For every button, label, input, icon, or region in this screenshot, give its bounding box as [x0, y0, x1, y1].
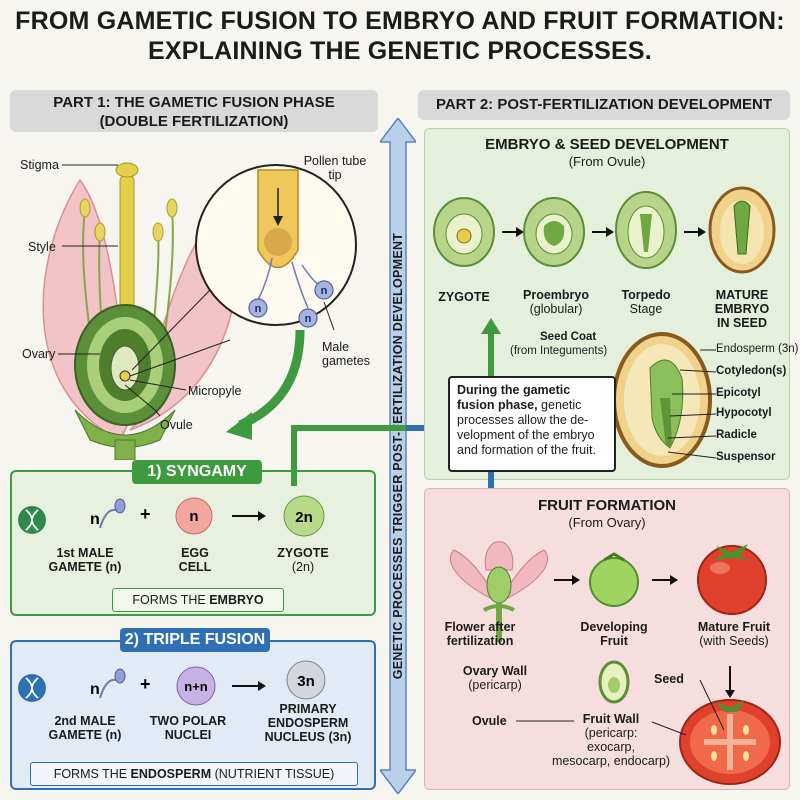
- part2-heading: PART 2: POST-FERTILIZATION DEVELOPMENT: [418, 90, 790, 120]
- zygote-icon: [283, 495, 325, 537]
- triple-fusion-equation: n + n+n 3n: [18, 660, 326, 706]
- green-curve-arrow: [238, 329, 305, 430]
- label-cotyledons: Cotyledon(s): [716, 365, 787, 377]
- stage-zygote-label: ZYGOTE: [438, 290, 490, 304]
- embryo-title: EMBRYO & SEED DEVELOPMENT: [485, 136, 729, 153]
- divider-arrow: [380, 118, 416, 794]
- fruit-title: FRUIT FORMATION: [537, 497, 677, 514]
- page-title-line2: EXPLAINING THE GENETIC PROCESSES.: [148, 37, 652, 65]
- embryo-subtitle: (From Ovule): [568, 154, 646, 169]
- label-stigma: Stigma: [20, 158, 59, 172]
- anther: [152, 222, 164, 242]
- gamete-n-label: n: [321, 285, 328, 297]
- sperm-icon: [114, 668, 126, 684]
- callout-box: During the gametic fusion phase, genetic…: [448, 376, 616, 472]
- seed-detail-diagram: [612, 332, 717, 468]
- gamete-n-label: n: [305, 313, 312, 325]
- fruit-subtitle: (From Ovary): [568, 515, 646, 530]
- stigma: [115, 162, 139, 178]
- egg-cell-icon: [175, 497, 213, 535]
- label-seed-coat-source: (from Integuments): [510, 345, 608, 357]
- triple-endo-symbol: 3n: [297, 673, 315, 690]
- label-fruit-wall: Fruit Wall (pericarp: exocarp, mesocarp,…: [551, 712, 671, 768]
- triple-polar-label: TWO POLAR NUCLEI: [149, 714, 227, 742]
- anther: [166, 198, 178, 218]
- page-title: FROM GAMETIC FUSION TO EMBRYO AND FRUIT …: [0, 6, 800, 66]
- label-suspensor: Suspensor: [716, 451, 776, 463]
- anther: [94, 222, 106, 242]
- syngamy-title: 1) SYNGAMY: [132, 460, 262, 484]
- triple-fusion-title: 2) TRIPLE FUSION: [120, 628, 270, 652]
- male-gamete: [298, 308, 318, 328]
- syngamy-plus: +: [140, 504, 151, 524]
- syngamy-zygote-symbol: 2n: [295, 509, 313, 526]
- part1-heading-line2: (DOUBLE FERTILIZATION): [99, 113, 289, 130]
- label-seed-coat: Seed Coat: [540, 331, 597, 343]
- part1-heading-line1: PART 1: THE GAMETIC FUSION PHASE: [53, 94, 335, 111]
- fruit-stage-flower-label: Flower after fertilization: [444, 620, 516, 648]
- label-ovary-wall: Ovary Wall (pericarp): [462, 664, 528, 692]
- developing-fruit-icon: [589, 557, 639, 607]
- syngamy-zygote-label: ZYGOTE (2n): [277, 546, 329, 574]
- syngamy-gamete-label: 1st MALE GAMETE (n): [48, 546, 122, 574]
- male-gamete: [314, 280, 334, 300]
- triple-gamete-symbol: n: [90, 681, 100, 698]
- fruit-stages: [449, 541, 781, 785]
- sperm-icon: [114, 498, 126, 514]
- syngamy-equation: n + n 2n: [18, 495, 325, 537]
- label-hypocotyl: Hypocotyl: [716, 407, 772, 419]
- triple-endo-label: PRIMARY ENDOSPERM NUCLEUS (3n): [264, 702, 352, 744]
- male-gamete: [248, 298, 268, 318]
- label-fruit-ovule: Ovule: [472, 714, 507, 728]
- syngamy-result: FORMS THE EMBRYO: [112, 588, 284, 612]
- anther: [79, 198, 91, 218]
- syngamy-egg-label: EGG CELL: [178, 546, 212, 574]
- endosperm-nucleus-icon: [286, 660, 326, 700]
- part1-heading: PART 1: THE GAMETIC FUSION PHASE (DOUBLE…: [10, 90, 378, 132]
- flower-diagram: n n n: [42, 162, 357, 460]
- label-ovary: Ovary: [22, 347, 56, 361]
- fruit-stage-mature-label: Mature Fruit (with Seeds): [697, 620, 771, 648]
- triple-gamete-label: 2nd MALE GAMETE (n): [48, 714, 122, 742]
- label-male-gametes: Male gametes: [322, 340, 370, 368]
- label-style: Style: [28, 240, 56, 254]
- gamete-n-label: n: [255, 303, 262, 315]
- polar-nuclei-icon: [176, 666, 216, 706]
- triple-fusion-result: FORMS THE ENDOSPERM (NUTRIENT TISSUE): [30, 762, 358, 786]
- label-pollen-tube: Pollen tube tip: [303, 154, 367, 182]
- stage-proembryo-label: Proembryo (globular): [523, 288, 589, 316]
- syngamy-gamete-symbol: n: [90, 511, 100, 528]
- triple-plus: +: [140, 674, 151, 694]
- triple-polar-symbol: n+n: [184, 679, 208, 694]
- label-radicle: Radicle: [716, 429, 757, 441]
- fruit-stage-flower-icon: [486, 566, 512, 604]
- label-fruit-seed: Seed: [654, 672, 684, 686]
- label-ovule: Ovule: [160, 418, 193, 432]
- ovule: [110, 345, 140, 391]
- label-epicotyl: Epicotyl: [716, 387, 761, 399]
- receptacle: [74, 409, 176, 448]
- page-title-line1: FROM GAMETIC FUSION TO EMBRYO AND FRUIT …: [15, 7, 785, 35]
- stage-torpedo-label: Torpedo Stage: [621, 288, 671, 316]
- fruit-stage-developing-label: Developing Fruit: [580, 620, 648, 648]
- stem: [114, 439, 136, 460]
- label-endosperm: Endosperm (3n): [716, 343, 799, 355]
- syngamy-egg-symbol: n: [189, 508, 198, 525]
- embryo-stages: [433, 186, 776, 274]
- stage-mature-label: MATURE EMBRYO IN SEED: [714, 288, 770, 330]
- label-micropyle: Micropyle: [188, 384, 242, 398]
